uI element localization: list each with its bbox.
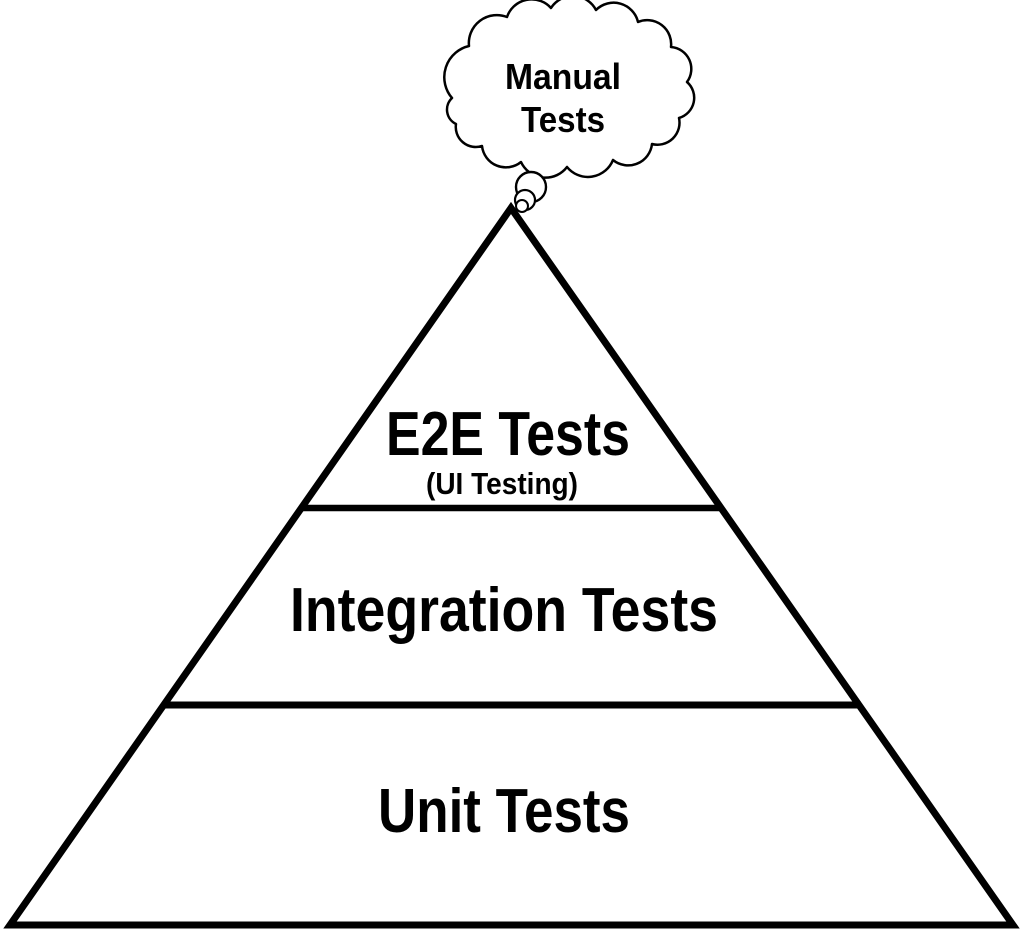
thought-bubble-small: [515, 199, 529, 213]
cloud-label-line2: Tests: [521, 99, 605, 140]
layer-e2e-sublabel: (UI Testing): [426, 466, 578, 501]
pyramid-outline: [3, 201, 1020, 929]
thought-cloud-icon: [443, 0, 696, 179]
layer-integration-label: Integration Tests: [290, 576, 718, 645]
cloud-label-line1: Manual: [505, 56, 621, 97]
layer-e2e-label: E2E Tests: [386, 400, 630, 469]
thought-bubble-trail-icon: [513, 170, 548, 213]
layer-unit-label: Unit Tests: [378, 777, 630, 846]
